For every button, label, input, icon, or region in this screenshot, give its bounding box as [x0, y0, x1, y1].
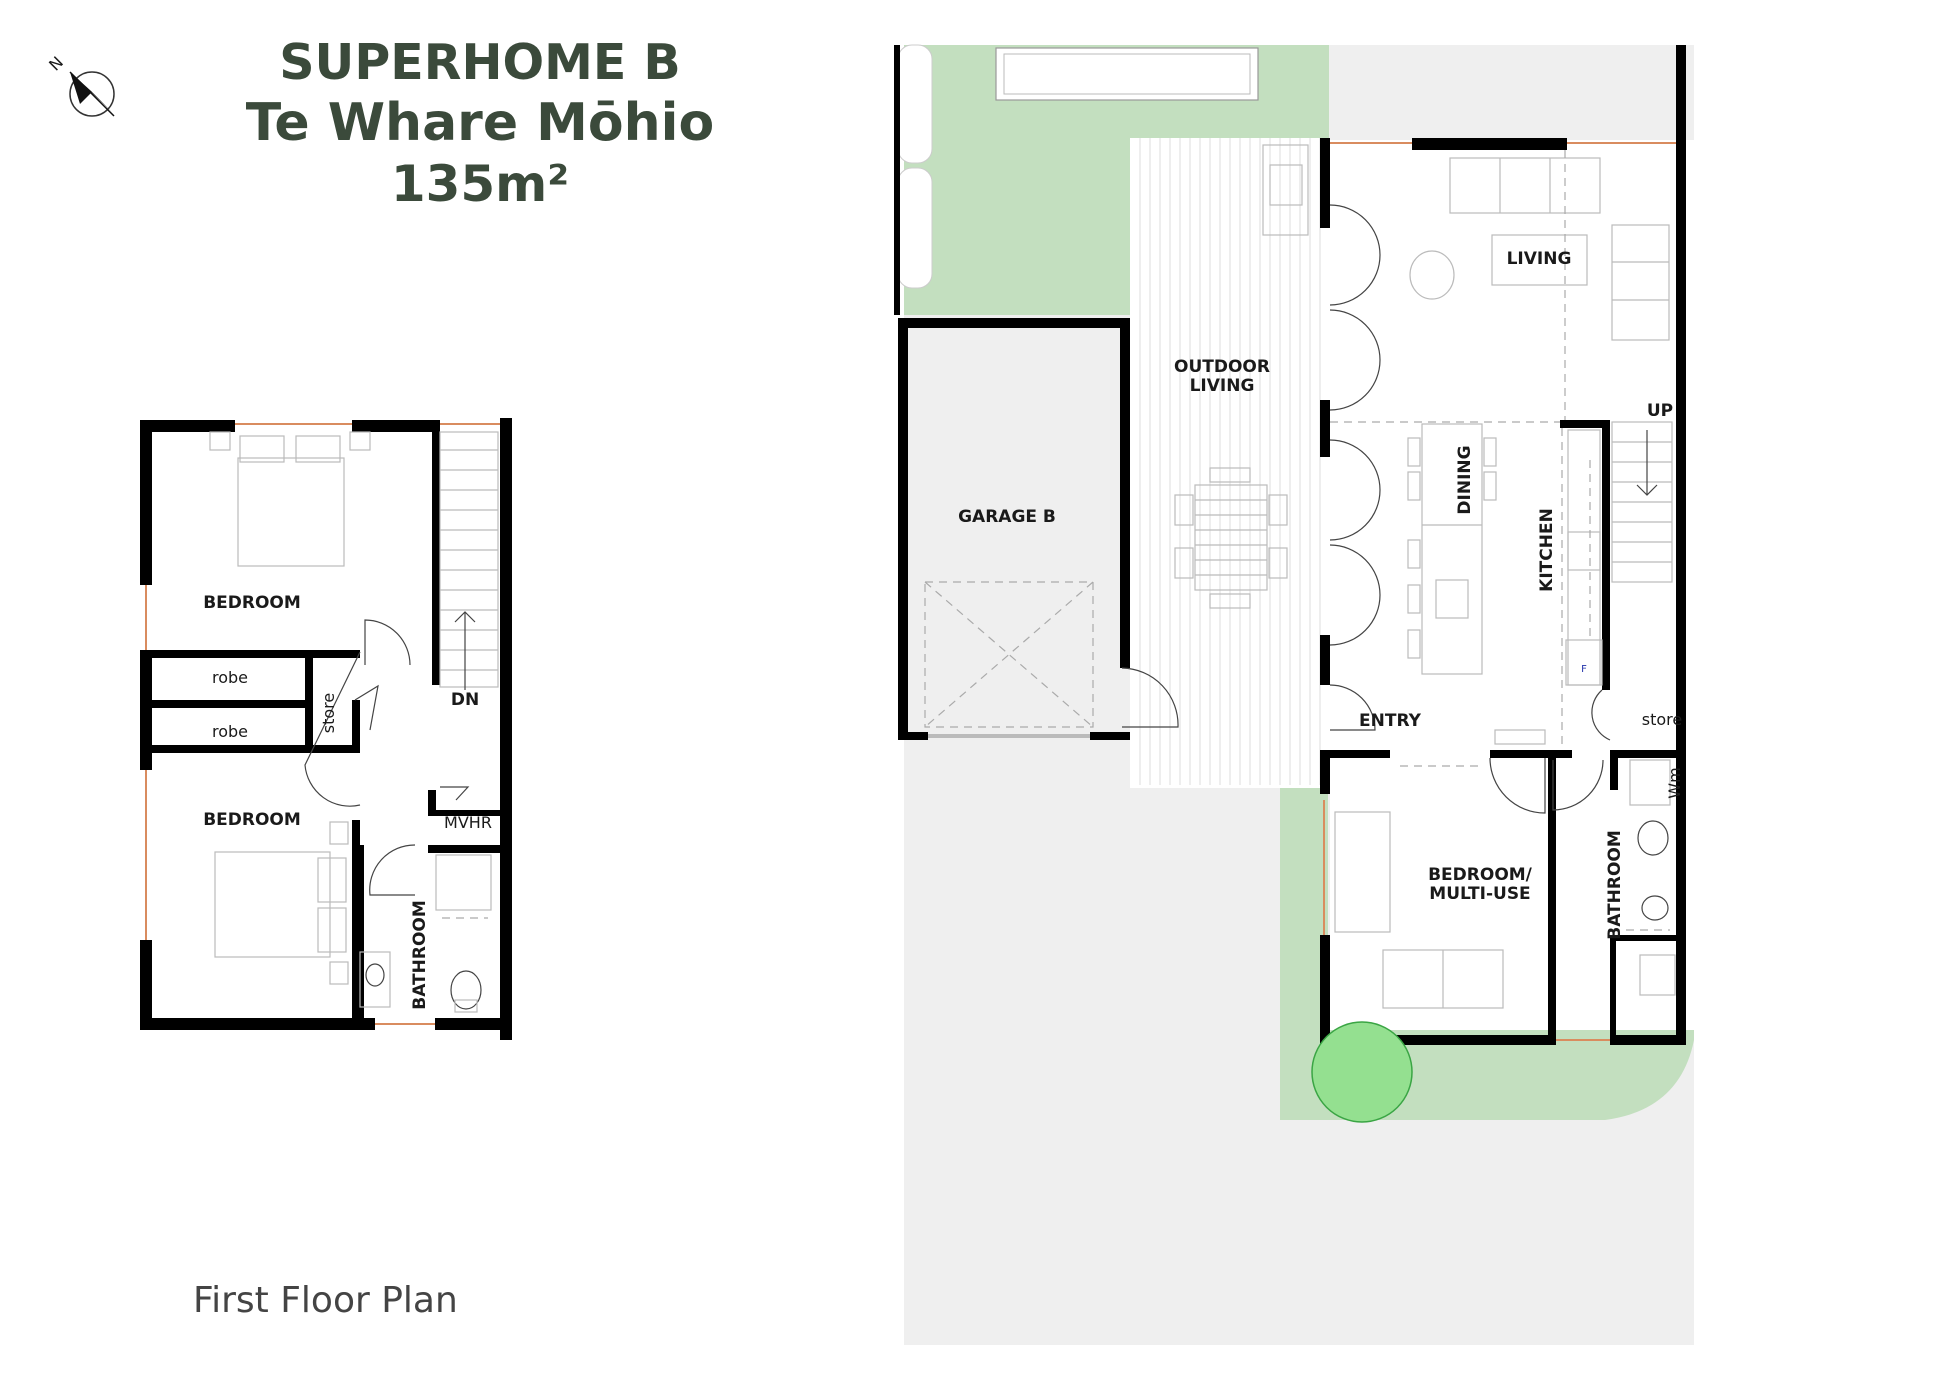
first-bathroom-label: BATHROOM [410, 900, 430, 1010]
stair-up-label: UP [1647, 401, 1673, 421]
outdoor-table-icon [1174, 467, 1288, 609]
north-compass-icon: N [45, 53, 115, 117]
robe-bottom-label: robe [212, 722, 248, 741]
kitchen-label: KITCHEN [1537, 508, 1557, 592]
stair-dn-label: DN [451, 690, 479, 710]
first-floor-plan: BEDROOM BEDROOM robe robe store DN MVHR … [140, 418, 512, 1040]
living-label: LIVING [1507, 249, 1572, 269]
first-store-label: store [319, 693, 338, 733]
fridge-label: F [1581, 664, 1587, 675]
bedroom-multi-label-2: MULTI-USE [1429, 884, 1530, 904]
ground-bathroom-label: BATHROOM [1605, 830, 1625, 940]
title-line-1: SUPERHOME B [279, 34, 681, 91]
first-floor-stairs [439, 431, 499, 690]
kitchen-island-icon [1407, 423, 1497, 675]
floor-plan-caption: First Floor Plan [193, 1280, 458, 1321]
outdoor-living-label-2: LIVING [1190, 376, 1255, 396]
title-line-3: 135m² [390, 155, 570, 213]
outdoor-living-label-1: OUTDOOR [1174, 357, 1270, 377]
first-bedroom-top-label: BEDROOM [203, 593, 301, 613]
dining-label: DINING [1455, 445, 1475, 514]
title-line-2: Te Whare Mōhio [245, 93, 715, 153]
robe-top-label: robe [212, 668, 248, 687]
tree-icon [1311, 1021, 1413, 1123]
entry-label: ENTRY [1359, 711, 1422, 731]
garage-car-space [924, 581, 1094, 728]
first-bedroom-bottom-label: BEDROOM [203, 810, 301, 830]
washing-machine-label: Wm [1665, 767, 1684, 798]
plan-title: SUPERHOME B Te Whare Mōhio 135m² [230, 38, 730, 209]
bedroom-multi-label-1: BEDROOM/ [1428, 865, 1533, 885]
ground-floor-plan: GARAGE B OUTDOOR LIVING LIVING DINING KI… [894, 44, 1694, 1345]
compass-label: N [45, 53, 67, 75]
garage-label: GARAGE B [958, 507, 1056, 527]
ground-floor-stairs [1611, 421, 1673, 583]
planter-box [995, 47, 1259, 101]
ground-store-label: store [1642, 710, 1682, 729]
living-sofa-icon [1409, 157, 1670, 341]
mvhr-label: MVHR [444, 813, 492, 832]
bed-bottom-icon [214, 821, 349, 985]
bed-top-icon [209, 431, 371, 567]
